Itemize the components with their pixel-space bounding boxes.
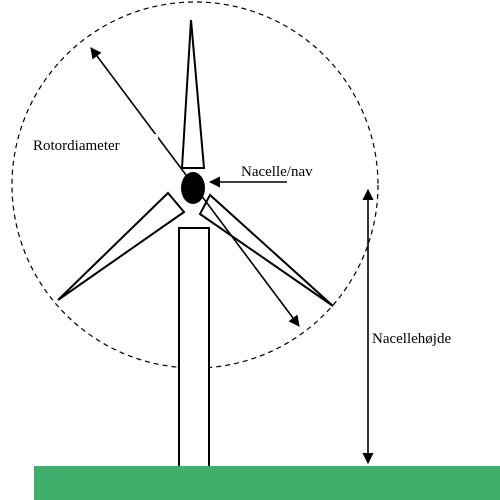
ground bbox=[34, 466, 500, 500]
rotor-diameter-label: Rotordiameter bbox=[33, 138, 120, 154]
nacelle-hub bbox=[181, 172, 205, 204]
rotor-diameter-label-bg bbox=[30, 134, 158, 154]
tower bbox=[178, 227, 210, 474]
nacelle-hub-label: Nacelle/nav bbox=[241, 164, 313, 180]
rotor-diameter-arrow bbox=[90, 47, 300, 327]
nacelle-height-label: Nacellehøjde bbox=[372, 331, 451, 347]
rotor-sweep-circle bbox=[11, 1, 379, 369]
blade-left bbox=[57, 191, 186, 301]
blade-top bbox=[180, 19, 206, 169]
blade-right bbox=[198, 193, 334, 307]
